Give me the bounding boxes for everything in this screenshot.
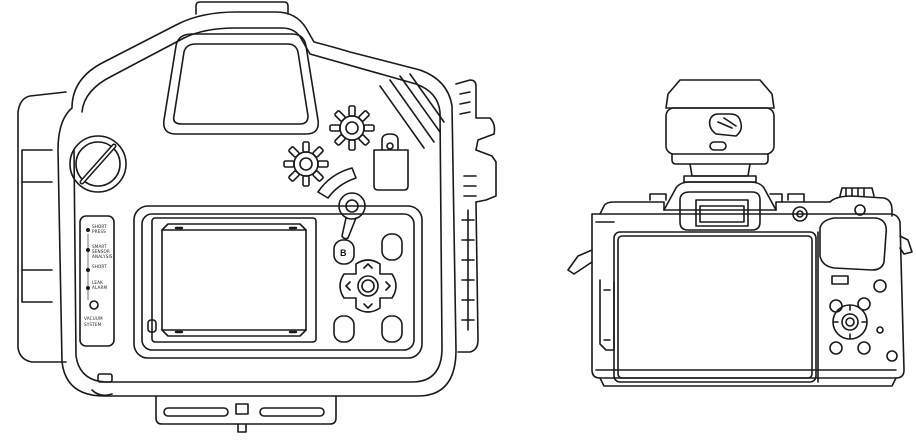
camera-control-buttons <box>829 275 898 362</box>
underwater-housing: SHORT PRESS SMART SENSOR ANALYSIS SHORT … <box>17 1 497 433</box>
housing-left-grip <box>17 91 67 363</box>
camera-thumb-grip <box>792 204 888 271</box>
camera-right-strap-lug <box>899 235 913 255</box>
housing-top-bracket <box>195 1 289 15</box>
housing-right-handle <box>455 79 497 353</box>
panel-text-3: SMART <box>92 244 107 249</box>
panel-text-7: LEAK <box>92 280 103 285</box>
housing-dpad <box>339 259 397 313</box>
panel-text-10: SYSTEM <box>84 322 102 327</box>
housing-bottom-right-button <box>381 315 403 343</box>
housing-bottom-left-button <box>333 315 355 343</box>
housing-body-inner-line <box>73 27 443 383</box>
housing-indicator-panel: SHORT PRESS SMART SENSOR ANALYSIS SHORT … <box>79 215 115 347</box>
camera-left-strap-lug <box>567 249 593 275</box>
panel-text-5: ANALYSIS <box>92 254 113 259</box>
housing-vacuum-valve-knob <box>69 135 127 193</box>
housing-viewfinder-window <box>162 33 320 135</box>
b-button-label: B <box>340 248 347 258</box>
panel-text-1: SHORT <box>92 224 107 229</box>
housing-lcd-window <box>147 217 317 343</box>
housing-small-latch <box>97 373 113 383</box>
housing-fn-push-button <box>373 133 409 191</box>
camera-base <box>599 377 897 387</box>
camera-top-dials <box>649 187 875 203</box>
housing-ratchet-lever <box>338 192 366 240</box>
housing-grip-ridges <box>379 73 445 149</box>
camera-flash-unit <box>665 79 775 165</box>
panel-text-8: ALARM <box>92 285 107 290</box>
housing-bottom-mount <box>155 395 337 433</box>
camera-viewfinder <box>663 181 777 231</box>
housing-top-right-button <box>381 233 403 261</box>
housing-lever-arc <box>317 167 357 199</box>
panel-text-2: PRESS <box>92 229 106 234</box>
camera-lcd-screen <box>599 231 819 383</box>
camera-dpad <box>832 304 868 340</box>
housing-rear-panel <box>133 205 423 359</box>
housing-body <box>57 11 457 397</box>
camera-with-flash <box>567 79 913 387</box>
camera-body <box>591 213 905 379</box>
housing-lower-gear-dial <box>283 141 329 187</box>
housing-b-button: B <box>333 239 355 265</box>
housing-upper-gear-dial <box>329 105 375 151</box>
camera-top-plate <box>599 195 893 217</box>
housing-left-grip-inner <box>21 149 53 303</box>
panel-text-6: SHORT <box>92 264 107 269</box>
panel-text-4: SENSOR <box>92 249 110 254</box>
camera-flash-shoe <box>689 163 751 177</box>
panel-text-9: VACUUM <box>84 316 103 321</box>
